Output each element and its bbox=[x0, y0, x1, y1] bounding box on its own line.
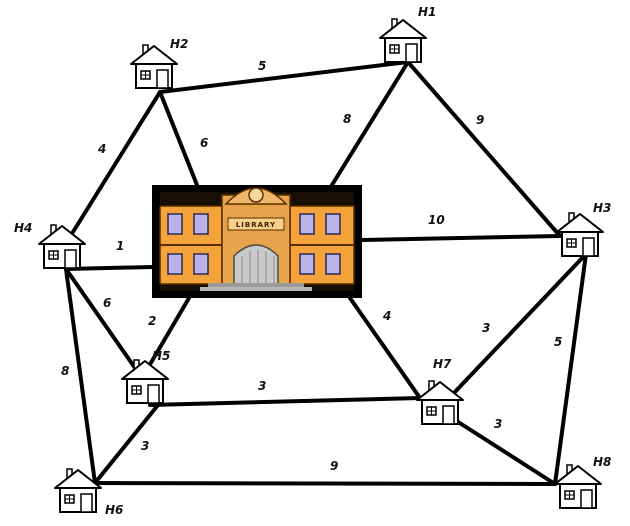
weight-h6-h8: 9 bbox=[330, 459, 338, 473]
edge-labels: 5 4 6 8 9 10 1 6 2 4 3 5 8 3 3 3 9 bbox=[61, 59, 562, 473]
house-h4 bbox=[38, 224, 86, 269]
edge-h6-h8 bbox=[93, 481, 557, 486]
weight-h5-library: 2 bbox=[148, 314, 156, 328]
edge-h3-h8 bbox=[553, 252, 588, 486]
house-labels: H1 H2 H3 H4 H5 H6 H7 H8 bbox=[14, 5, 611, 517]
library-sign: LIBRARY bbox=[236, 221, 276, 229]
edge-h2-h4 bbox=[71, 90, 162, 234]
edge-h1-library bbox=[330, 60, 410, 187]
edge-h5-h6 bbox=[93, 403, 160, 485]
house-label-h1: H1 bbox=[418, 5, 436, 19]
edges bbox=[64, 60, 588, 486]
house-icon bbox=[130, 44, 178, 89]
library-building: LIBRARY bbox=[152, 185, 362, 298]
weight-h2-h4: 4 bbox=[97, 142, 106, 156]
house-label-h5: H5 bbox=[152, 349, 170, 363]
edge-h2-library bbox=[158, 90, 199, 187]
edge-h7-library bbox=[348, 296, 422, 400]
house-icon bbox=[556, 212, 604, 257]
weight-h1-library: 8 bbox=[343, 112, 351, 126]
weight-h1-h3: 9 bbox=[476, 113, 484, 127]
weight-h5-h7: 3 bbox=[258, 379, 266, 393]
edge-h1-h3 bbox=[406, 60, 562, 238]
house-label-h4: H4 bbox=[14, 221, 32, 235]
edge-h5-h7 bbox=[148, 396, 422, 407]
weight-library-h3: 10 bbox=[428, 213, 445, 227]
edge-library-h3 bbox=[360, 234, 562, 242]
edge-h4-h5 bbox=[64, 267, 144, 380]
house-icon bbox=[554, 464, 602, 509]
house-h5 bbox=[121, 359, 169, 404]
house-icon bbox=[416, 380, 464, 425]
edge-h4-h6 bbox=[64, 267, 97, 485]
weight-h2-h1: 5 bbox=[258, 59, 266, 73]
house-label-h3: H3 bbox=[593, 201, 611, 215]
house-icon bbox=[38, 224, 86, 269]
house-h8 bbox=[554, 464, 602, 509]
weight-h7-h3: 3 bbox=[482, 321, 490, 335]
house-icon bbox=[121, 359, 169, 404]
edge-h7-h3 bbox=[450, 252, 588, 397]
house-label-h2: H2 bbox=[170, 37, 188, 51]
weight-h5-h6: 3 bbox=[141, 439, 149, 453]
weight-h7-h8: 3 bbox=[494, 417, 502, 431]
weight-h2-library: 6 bbox=[200, 136, 208, 150]
house-label-h8: H8 bbox=[593, 455, 611, 469]
weight-h4-h6: 8 bbox=[61, 364, 69, 378]
weight-h7-library: 4 bbox=[382, 309, 391, 323]
edge-h7-h8 bbox=[453, 418, 557, 486]
house-h3 bbox=[556, 212, 604, 257]
edge-h2-h1 bbox=[158, 60, 410, 94]
house-h7 bbox=[416, 380, 464, 425]
house-h1 bbox=[379, 18, 427, 63]
weight-h3-h8: 5 bbox=[554, 335, 562, 349]
house-h2 bbox=[130, 44, 178, 89]
house-icon bbox=[379, 18, 427, 63]
weight-h4-library: 1 bbox=[116, 239, 124, 253]
house-label-h7: H7 bbox=[433, 357, 452, 371]
house-label-h6: H6 bbox=[105, 503, 123, 517]
weight-h4-h5: 6 bbox=[103, 296, 111, 310]
